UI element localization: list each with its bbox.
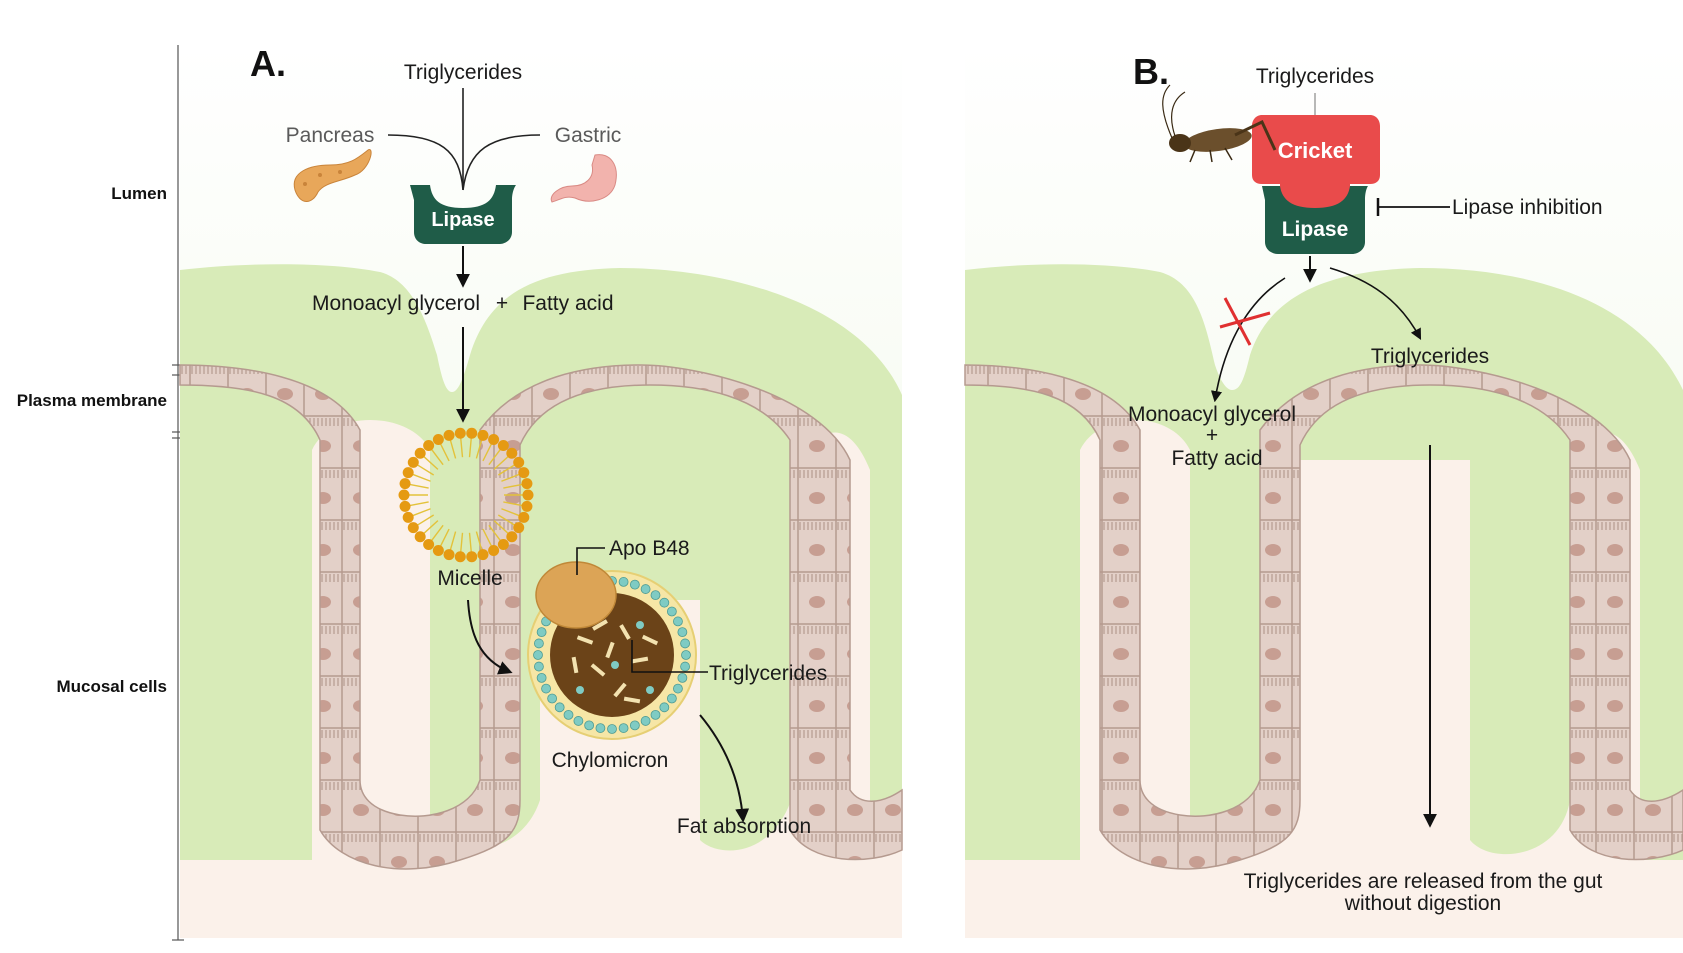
a-gastric-label: Gastric bbox=[555, 124, 622, 147]
a-apo-leader bbox=[576, 547, 605, 575]
a-apo-label: Apo B48 bbox=[609, 537, 690, 560]
a-arrow-fat-absorption bbox=[699, 714, 750, 823]
b-triglycerides-mid-label: Triglycerides bbox=[1371, 345, 1489, 368]
cricket-inhibitor bbox=[1252, 115, 1380, 210]
pancreas-icon bbox=[293, 149, 372, 202]
a-arrow-micelle-to-chylomicron bbox=[467, 599, 513, 675]
b-arrow-to-triglycerides bbox=[1329, 267, 1422, 340]
apo-b48-protein bbox=[535, 561, 617, 629]
side-axis bbox=[172, 45, 184, 941]
a-triglycerides-leader bbox=[631, 640, 708, 673]
a-triglycerides-top-label: Triglycerides bbox=[404, 61, 522, 84]
b-lipase-enzyme bbox=[1262, 186, 1368, 254]
a-monoacyl-label: Monoacyl glycerol bbox=[312, 292, 480, 315]
inhibition-cross-icon bbox=[1219, 297, 1271, 346]
a-fat-absorption-label: Fat absorption bbox=[677, 815, 811, 838]
micelle-icon bbox=[398, 427, 534, 563]
a-fatty-acid-label: Fatty acid bbox=[522, 292, 613, 315]
a-micelle-label: Micelle bbox=[437, 567, 502, 590]
b-fatty-acid-label: Fatty acid bbox=[1171, 447, 1262, 470]
b-monoacyl-label: Monoacyl glycerol bbox=[1128, 403, 1296, 426]
a-plus-label: + bbox=[496, 292, 508, 315]
b-triglycerides-top-label: Triglycerides bbox=[1256, 65, 1374, 88]
plasma-membrane-label: Plasma membrane bbox=[17, 391, 167, 410]
b-plus-label: + bbox=[1206, 424, 1218, 447]
panel-a-background bbox=[179, 45, 903, 938]
b-released-line1: Triglycerides are released from the gut bbox=[1244, 870, 1603, 893]
a-enzyme-sources-lines bbox=[387, 88, 541, 191]
b-released-line2: without digestion bbox=[1344, 892, 1501, 915]
panel-a-letter: A. bbox=[250, 43, 286, 84]
lumen-label: Lumen bbox=[111, 184, 167, 203]
a-lipase-enzyme bbox=[410, 185, 516, 244]
a-triglycerides-inner-label: Triglycerides bbox=[709, 662, 827, 685]
b-cricket-label: Cricket bbox=[1278, 138, 1353, 163]
a-lipase-label: Lipase bbox=[431, 209, 494, 231]
stomach-icon bbox=[550, 154, 617, 203]
a-chylomicron-label: Chylomicron bbox=[552, 749, 669, 772]
panel-b-letter: B. bbox=[1133, 51, 1169, 92]
a-pancreas-label: Pancreas bbox=[286, 124, 375, 147]
b-lipase-label: Lipase bbox=[1282, 218, 1349, 241]
mucosal-cells-label: Mucosal cells bbox=[56, 677, 167, 696]
b-lipase-inhibition-label: Lipase inhibition bbox=[1452, 196, 1603, 219]
cricket-insect-icon bbox=[1162, 84, 1277, 163]
